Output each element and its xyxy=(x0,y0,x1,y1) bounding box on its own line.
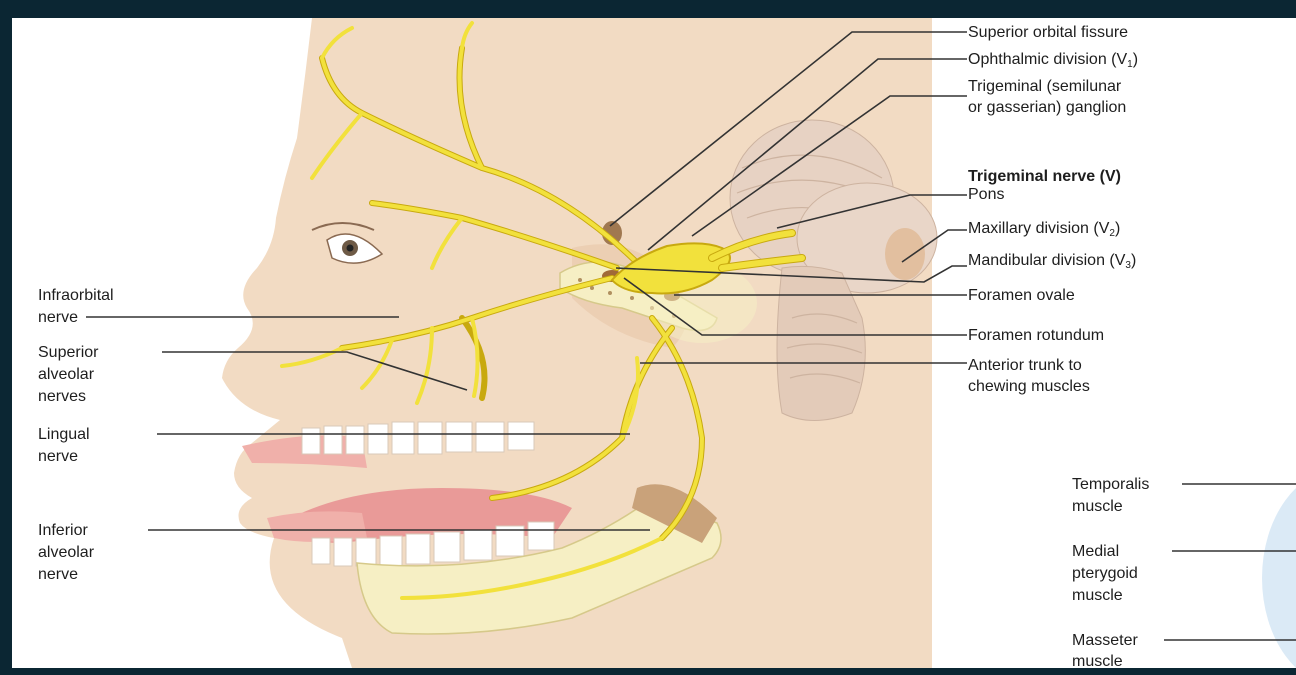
label-temporalis-line1: Temporalis xyxy=(1072,474,1149,495)
label-lingual-line2: nerve xyxy=(38,446,78,467)
label-medial-pterygoid-line2: pterygoid xyxy=(1072,563,1138,584)
label-maxillary-division-text: Maxillary division (V xyxy=(968,220,1109,237)
label-trigeminal-ganglion-line2: or gasserian) ganglion xyxy=(968,97,1126,118)
label-foramen-ovale: Foramen ovale xyxy=(968,285,1075,306)
label-trigeminal-ganglion-line1: Trigeminal (semilunar xyxy=(968,76,1121,97)
label-pons: Pons xyxy=(968,184,1004,205)
label-lingual-line1: Lingual xyxy=(38,424,90,445)
label-masseter-line2: muscle xyxy=(1072,651,1123,668)
label-anterior-trunk-line2: chewing muscles xyxy=(968,376,1090,397)
label-superior-alveolar-line1: Superior xyxy=(38,342,98,363)
label-masseter-line1: Masseter xyxy=(1072,630,1138,651)
diagram-panel: Superior orbital fissure Ophthalmic divi… xyxy=(12,18,1296,668)
label-ophthalmic-division-close: ) xyxy=(1133,51,1138,68)
label-inferior-alveolar-line1: Inferior xyxy=(38,520,88,541)
label-infraorbital-line1: Infraorbital xyxy=(38,285,114,306)
muscle-diagram-edge xyxy=(1262,468,1296,668)
label-inferior-alveolar-line3: nerve xyxy=(38,564,78,585)
label-inferior-alveolar-line2: alveolar xyxy=(38,542,94,563)
label-mandibular-division: Mandibular division (V3) xyxy=(968,250,1136,276)
label-mandibular-division-text: Mandibular division (V xyxy=(968,252,1125,269)
label-superior-alveolar-line2: alveolar xyxy=(38,364,94,385)
label-foramen-rotundum: Foramen rotundum xyxy=(968,325,1104,346)
label-maxillary-division-close: ) xyxy=(1115,220,1120,237)
label-infraorbital-line2: nerve xyxy=(38,307,78,328)
label-temporalis-line2: muscle xyxy=(1072,496,1123,517)
label-superior-orbital-fissure: Superior orbital fissure xyxy=(968,22,1128,43)
label-superior-alveolar-line3: nerves xyxy=(38,386,86,407)
label-medial-pterygoid-line1: Medial xyxy=(1072,541,1119,562)
label-anterior-trunk-line1: Anterior trunk to xyxy=(968,355,1082,376)
label-ophthalmic-division: Ophthalmic division (V1) xyxy=(968,49,1138,75)
label-medial-pterygoid-line3: muscle xyxy=(1072,585,1123,606)
label-ophthalmic-division-text: Ophthalmic division (V xyxy=(968,51,1127,68)
label-maxillary-division: Maxillary division (V2) xyxy=(968,218,1120,244)
label-mandibular-division-close: ) xyxy=(1131,252,1136,269)
